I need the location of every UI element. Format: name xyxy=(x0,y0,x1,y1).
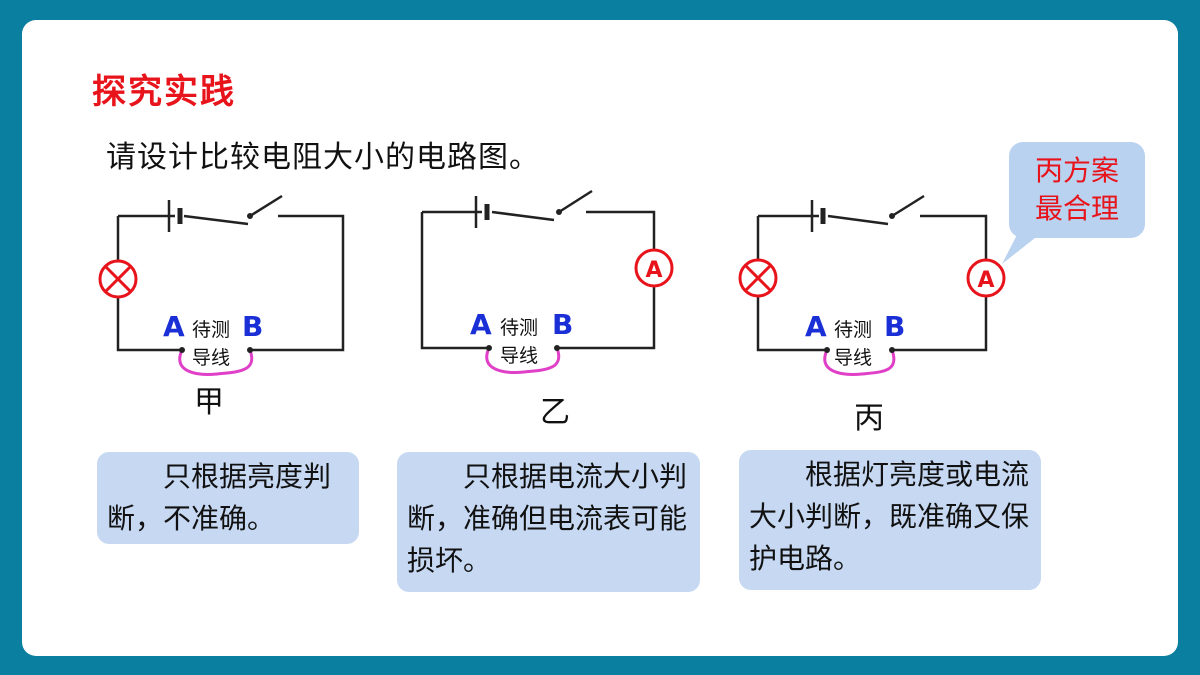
circuit-name: 甲 xyxy=(194,385,224,420)
switch-icon xyxy=(556,189,593,215)
conclusion-callout: 丙方案 最合理 xyxy=(1009,142,1145,238)
circuit-diagrams: A 待测 B 导线 甲 A xyxy=(98,189,1040,436)
circuit-jia: A 待测 B 导线 甲 xyxy=(98,194,345,420)
point-b-label: B xyxy=(242,310,263,343)
wire-label-line2: 导线 xyxy=(834,347,872,369)
wire-label-line1: 待测 xyxy=(500,317,538,339)
point-a-label: A xyxy=(470,308,492,341)
ammeter-icon: A xyxy=(634,248,674,288)
battery-icon xyxy=(474,196,490,228)
circuit-name: 乙 xyxy=(540,395,570,430)
wire-label-line1: 待测 xyxy=(834,319,872,341)
callout-line1: 丙方案 xyxy=(1034,154,1119,187)
lamp-icon xyxy=(98,259,138,299)
circuit-yi: A A 待测 B 导线 乙 xyxy=(420,189,674,430)
wire-under-test xyxy=(823,347,896,376)
wire-under-test xyxy=(178,347,254,376)
ammeter-label: A xyxy=(977,268,994,293)
wire-label-line2: 导线 xyxy=(192,347,230,369)
wire-label-line2: 导线 xyxy=(500,345,538,367)
ammeter-label: A xyxy=(645,258,662,283)
battery-icon xyxy=(810,200,826,232)
point-b-label: B xyxy=(552,308,573,341)
switch-icon xyxy=(889,194,925,219)
circuit-name: 丙 xyxy=(854,401,884,436)
point-a-label: A xyxy=(163,310,185,343)
explanation-box-jia: 只根据亮度判断，不准确。 xyxy=(97,452,359,544)
callout-line2: 最合理 xyxy=(1034,192,1119,225)
explanation-box-yi: 只根据电流大小判断，准确但电流表可能损坏。 xyxy=(397,452,700,592)
lamp-icon xyxy=(738,258,778,298)
slide: 探究实践 请设计比较电阻大小的电路图。 A xyxy=(22,20,1178,656)
question-text: 请设计比较电阻大小的电路图。 xyxy=(106,140,540,175)
wire-label-line1: 待测 xyxy=(192,319,230,341)
wire-under-test xyxy=(485,345,561,374)
point-a-label: A xyxy=(805,310,827,343)
page-title: 探究实践 xyxy=(92,72,236,112)
circuit-bing: A A 待测 B 导线 丙 xyxy=(738,194,1006,436)
ammeter-icon: A xyxy=(966,258,1006,298)
explanation-box-bing: 根据灯亮度或电流大小判断，既准确又保护电路。 xyxy=(739,450,1041,590)
switch-icon xyxy=(247,194,283,219)
battery-icon xyxy=(167,200,183,232)
point-b-label: B xyxy=(884,310,905,343)
